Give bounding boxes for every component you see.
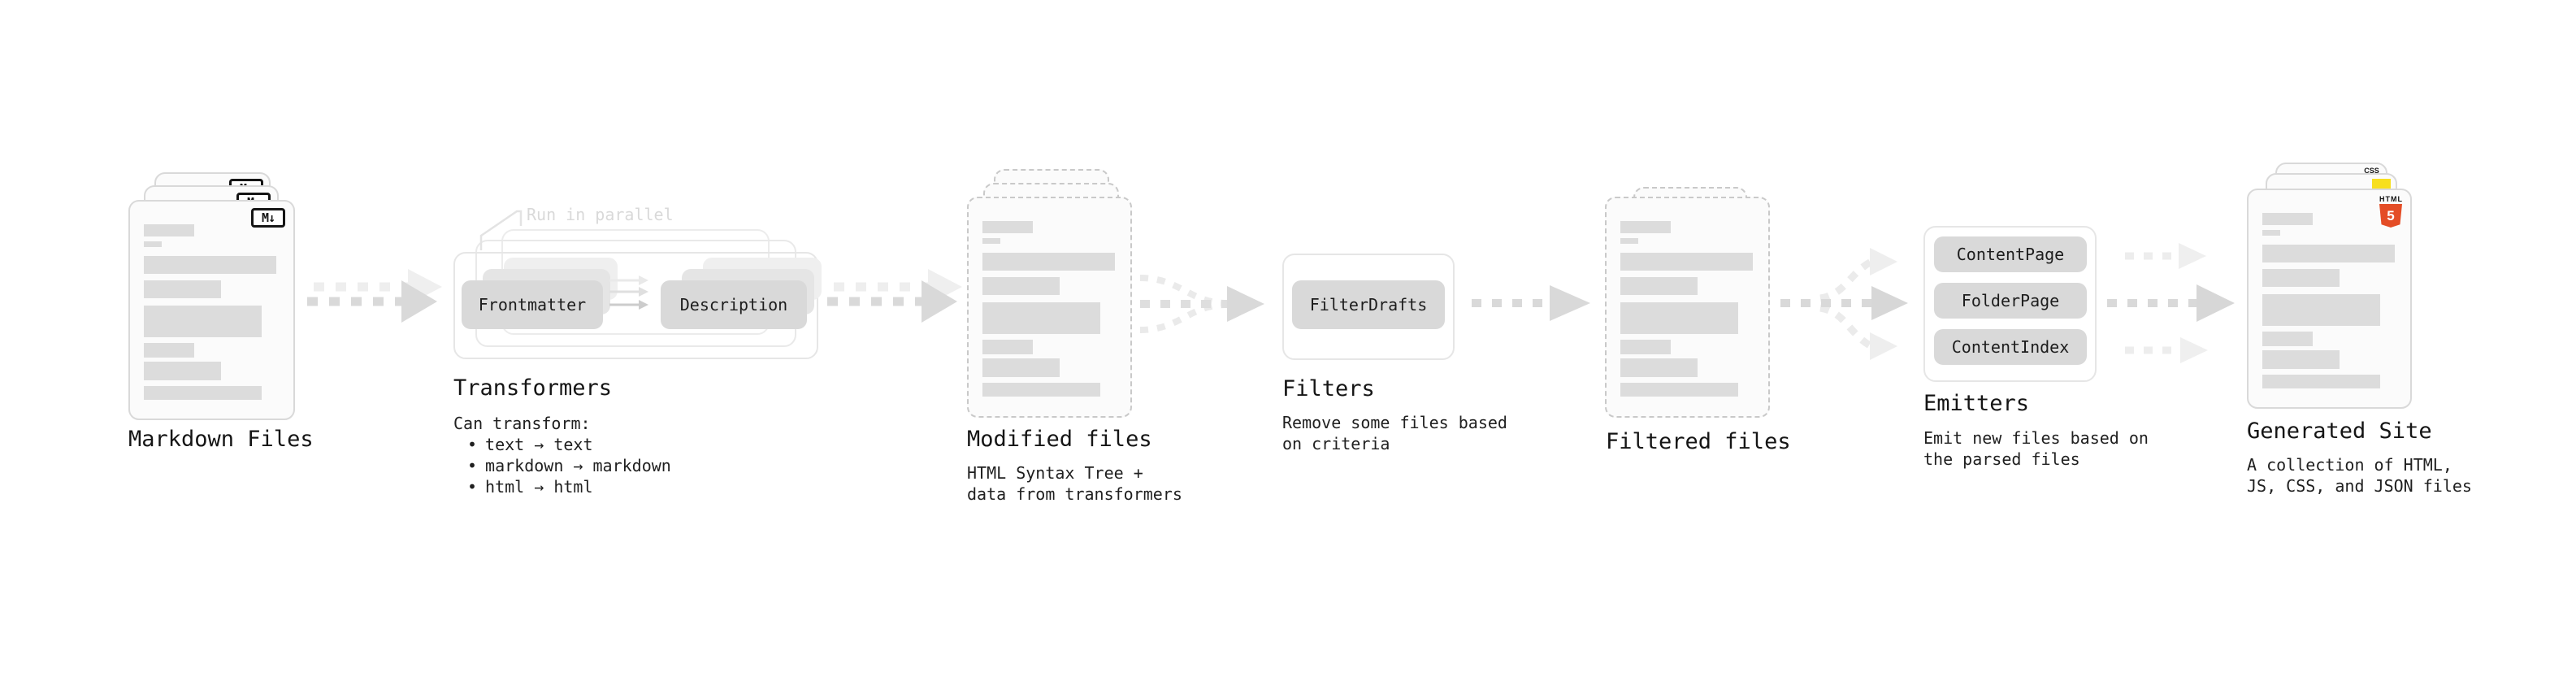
markdown-file-card-front: M↓: [128, 200, 295, 420]
transformers-description: Can transform: • text → text • markdown …: [453, 413, 671, 497]
html5-logo-icon: HTML 5: [2379, 195, 2402, 228]
description-line: Remove some files based: [1282, 413, 1507, 432]
arrow-modified-to-filters: [1139, 275, 1264, 333]
description-line: the parsed files: [1923, 449, 2080, 469]
doc-line-bar: [982, 253, 1115, 271]
html5-shield: 5: [2379, 204, 2402, 228]
emitters-description: Emit new files based on the parsed files: [1923, 427, 2149, 470]
doc-line-bar: [2262, 230, 2280, 236]
doc-line-bar: [2262, 375, 2380, 388]
arrow-filtered-to-emitters: [1780, 248, 1908, 360]
doc-line-bar: [982, 383, 1100, 397]
bullet-marker: •: [467, 435, 478, 454]
stage-title-filters: Filters: [1282, 376, 1375, 401]
doc-line-bar: [1620, 221, 1671, 233]
doc-line-bar: [1620, 358, 1698, 377]
markdown-icon: M↓: [251, 208, 285, 228]
stage-title-filtered-files: Filtered files: [1606, 429, 1791, 454]
emitters-box: [1923, 226, 2097, 382]
site-file-card-front: HTML 5: [2247, 189, 2412, 409]
stage-title-generated-site: Generated Site: [2247, 419, 2432, 444]
arrow-transformers-to-modified: [827, 269, 962, 323]
can-transform-heading: Can transform:: [453, 414, 591, 433]
doc-line-bar: [982, 277, 1060, 295]
doc-line-bar: [982, 238, 1000, 244]
doc-line-bar: [1620, 253, 1753, 271]
doc-line-bar: [982, 340, 1033, 354]
doc-line-bar: [982, 358, 1060, 377]
doc-line-bar: [144, 241, 162, 247]
description-line: on criteria: [1282, 434, 1390, 453]
emitter-node-contentindex: ContentIndex: [1934, 329, 2087, 365]
doc-line-bar: [2262, 294, 2380, 326]
bullet-text: html → html: [485, 477, 593, 497]
transformer-node-description: Description: [661, 280, 807, 329]
transformer-node-frontmatter: Frontmatter: [462, 280, 603, 329]
doc-line-bar: [144, 280, 221, 298]
description-line: HTML Syntax Tree +: [967, 463, 1143, 483]
doc-line-bar: [1620, 277, 1698, 295]
doc-line-bar: [144, 343, 194, 358]
doc-line-bar: [144, 362, 221, 380]
arrow-filters-to-filtered: [1472, 285, 1590, 321]
doc-line-bar: [2262, 350, 2340, 369]
stage-title-modified-files: Modified files: [967, 427, 1152, 452]
stage-title-emitters: Emitters: [1923, 391, 2030, 416]
doc-content-placeholder: [1620, 221, 1753, 397]
doc-line-bar: [144, 306, 262, 337]
parallel-flow-arrows-icon: [609, 275, 648, 310]
doc-content-placeholder: [982, 221, 1115, 397]
modified-file-card-front: [967, 197, 1132, 418]
doc-line-bar: [1620, 383, 1738, 397]
bullet-marker: •: [467, 456, 478, 475]
description-line: A collection of HTML,: [2247, 455, 2452, 475]
stage-title-transformers: Transformers: [453, 375, 613, 401]
js-file-icon: [2372, 179, 2391, 189]
arrow-emitters-to-site: [2107, 243, 2235, 363]
doc-line-bar: [1620, 340, 1671, 354]
filters-box: [1282, 254, 1455, 360]
filters-description: Remove some files based on criteria: [1282, 412, 1507, 454]
transform-bullet: • text → text: [453, 434, 671, 455]
emitter-node-contentpage: ContentPage: [1934, 236, 2087, 272]
run-in-parallel-label: Run in parallel: [527, 205, 674, 224]
description-line: JS, CSS, and JSON files: [2247, 476, 2472, 496]
doc-line-bar: [982, 221, 1033, 233]
doc-content-placeholder: [144, 224, 276, 400]
transform-bullet: • html → html: [453, 476, 671, 497]
doc-line-bar: [2262, 269, 2340, 287]
doc-line-bar: [2262, 332, 2313, 346]
bullet-text: text → text: [485, 435, 593, 454]
description-line: data from transformers: [967, 484, 1182, 504]
filtered-file-card-front: [1605, 197, 1770, 418]
doc-line-bar: [982, 302, 1100, 334]
arrow-markdown-to-transformers: [307, 269, 442, 323]
generated-site-description: A collection of HTML, JS, CSS, and JSON …: [2247, 454, 2472, 497]
doc-line-bar: [144, 224, 194, 236]
transformer-layer-box-front: [453, 252, 818, 359]
description-line: Emit new files based on: [1923, 428, 2149, 448]
transform-bullet: • markdown → markdown: [453, 455, 671, 476]
doc-line-bar: [144, 256, 276, 274]
modified-files-description: HTML Syntax Tree + data from transformer…: [967, 462, 1182, 505]
doc-line-bar: [1620, 238, 1638, 244]
doc-line-bar: [144, 386, 262, 400]
bullet-marker: •: [467, 477, 478, 497]
doc-line-bar: [2262, 245, 2395, 262]
bullet-text: markdown → markdown: [485, 456, 671, 475]
emitter-node-folderpage: FolderPage: [1934, 283, 2087, 319]
stage-title-markdown-files: Markdown Files: [128, 427, 314, 452]
run-in-parallel-leader-line: [479, 210, 523, 250]
filter-node-filterdrafts: FilterDrafts: [1292, 280, 1445, 329]
doc-content-placeholder: [2262, 213, 2395, 388]
doc-line-bar: [1620, 302, 1738, 334]
doc-line-bar: [2262, 213, 2313, 225]
